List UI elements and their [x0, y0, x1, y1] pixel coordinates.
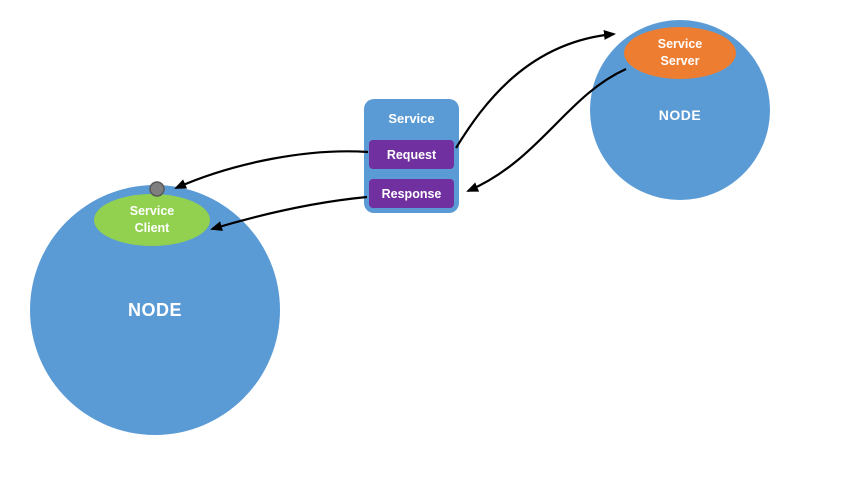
service-client-label-line1: Service: [129, 204, 175, 219]
response-label: Response: [381, 186, 442, 201]
service-client-ellipse: Service Client: [94, 194, 210, 246]
server-node-label: NODE: [658, 107, 702, 123]
arrow-request-to-server: [455, 29, 616, 149]
response-box: Response: [369, 179, 454, 208]
request-label: Request: [386, 147, 437, 162]
service-client-label-line2: Client: [134, 221, 170, 235]
service-box: Service Request Response: [364, 99, 459, 213]
request-box: Request: [369, 140, 454, 169]
service-server-label-line1: Service: [657, 37, 703, 52]
service-server-ellipse: Service Server: [624, 27, 736, 79]
arrow-request-to-client-dot: [174, 150, 369, 190]
service-box-title: Service: [388, 111, 435, 126]
client-node-label: NODE: [127, 299, 182, 320]
service-server-label-line2: Server: [660, 54, 700, 68]
